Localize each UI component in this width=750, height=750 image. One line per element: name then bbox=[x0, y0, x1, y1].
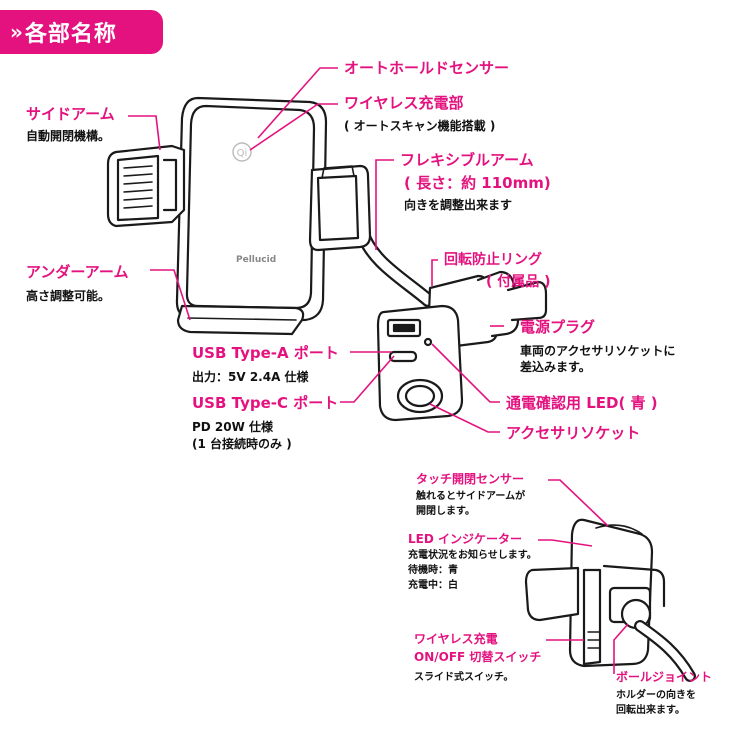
desc-led-indicator-1: 充電状況をお知らせします。 bbox=[408, 550, 537, 561]
side-arm-left bbox=[106, 144, 186, 228]
desc-ball-joint-2: 回転出来ます。 bbox=[616, 705, 685, 716]
label-wireless-switch: ワイヤレス充電 bbox=[414, 632, 498, 646]
desc-led-indicator-3: 充電中：白 bbox=[408, 580, 458, 591]
label-under-arm: アンダーアーム bbox=[26, 263, 129, 281]
label-auto-hold-sensor: オートホールドセンサー bbox=[344, 59, 510, 77]
label-anti-rotation-ring: 回転防止リング bbox=[444, 252, 542, 268]
leader-under-arm bbox=[150, 269, 191, 321]
label-ball-joint: ボールジョイント bbox=[616, 670, 713, 684]
section-header: » 各部名称 bbox=[0, 10, 163, 54]
desc-touch-sensor-2: 開閉します。 bbox=[416, 506, 475, 517]
under-arm bbox=[176, 304, 305, 336]
label-wireless-charger: ワイヤレス充電部 bbox=[344, 94, 464, 112]
car-charger bbox=[376, 270, 548, 422]
desc-side-arm: 自動開閉機構。 bbox=[26, 129, 111, 143]
leader-auto-hold bbox=[257, 67, 338, 139]
desc-power-plug-1: 車両のアクセサリソケットに bbox=[520, 344, 676, 358]
label-accessory-socket: アクセサリソケット bbox=[506, 424, 641, 442]
wireless-charge-icon: Qi bbox=[232, 142, 252, 162]
label-usb-c-port: USB Type-C ポート bbox=[192, 394, 339, 412]
desc-touch-sensor-1: 触れるとサイドアームが bbox=[416, 491, 526, 502]
leader-flexible bbox=[375, 159, 394, 250]
label-side-arm: サイドアーム bbox=[26, 105, 115, 123]
leader-usb-c bbox=[340, 355, 395, 403]
desc-ball-joint-1: ホルダーの向きを bbox=[616, 690, 696, 701]
flexible-arm bbox=[355, 225, 435, 307]
desc-usb-c-port-1: PD 20W 仕様 bbox=[192, 420, 274, 434]
leader-touch bbox=[548, 479, 609, 527]
leader-led-ind bbox=[538, 539, 593, 547]
leader-socket bbox=[429, 403, 500, 433]
brand-logo: Pellucid bbox=[236, 255, 276, 265]
holder-front bbox=[185, 104, 316, 310]
label-power-led: 通電確認用 LED( 青 ) bbox=[506, 394, 658, 412]
leader-side-arm bbox=[128, 115, 161, 151]
label-touch-sensor: タッチ開閉センサー bbox=[416, 472, 525, 486]
leader-led bbox=[431, 343, 500, 403]
desc-power-plug-2: 差込みます。 bbox=[520, 360, 591, 374]
desc-usb-c-port-2: (1 台接続時のみ ) bbox=[192, 437, 292, 451]
leader-wireless bbox=[249, 103, 338, 151]
label-flexible-arm-length: ( 長さ：約 110mm) bbox=[404, 174, 551, 192]
desc-led-indicator-2: 待機時：青 bbox=[408, 565, 458, 576]
label-power-plug: 電源プラグ bbox=[520, 318, 596, 336]
label-wireless-switch-onoff: ON/OFF 切替スイッチ bbox=[414, 650, 542, 664]
label-usb-a-port: USB Type-A ポート bbox=[192, 344, 339, 362]
section-title: 各部名称 bbox=[24, 22, 117, 47]
desc-under-arm: 高さ調整可能。 bbox=[26, 289, 111, 303]
label-flexible-arm: フレキシブルアーム bbox=[400, 151, 534, 169]
desc-usb-a-port: 出力：5V 2.4A 仕様 bbox=[192, 370, 309, 384]
svg-text:Qi: Qi bbox=[237, 148, 248, 159]
desc-wireless-charger: ( オートスキャン機能搭載 ) bbox=[344, 119, 496, 133]
leader-ring bbox=[431, 259, 438, 286]
label-led-indicator: LED インジケーター bbox=[408, 532, 522, 546]
label-anti-rotation-ring-accessory: ( 付属品 ) bbox=[486, 274, 551, 290]
holder-closeup bbox=[524, 518, 696, 682]
leader-ball bbox=[613, 623, 629, 674]
desc-flexible-arm: 向きを調整出来ます bbox=[404, 198, 513, 212]
desc-wireless-switch: スライド式スイッチ。 bbox=[414, 672, 514, 683]
side-arm-right bbox=[308, 164, 372, 252]
